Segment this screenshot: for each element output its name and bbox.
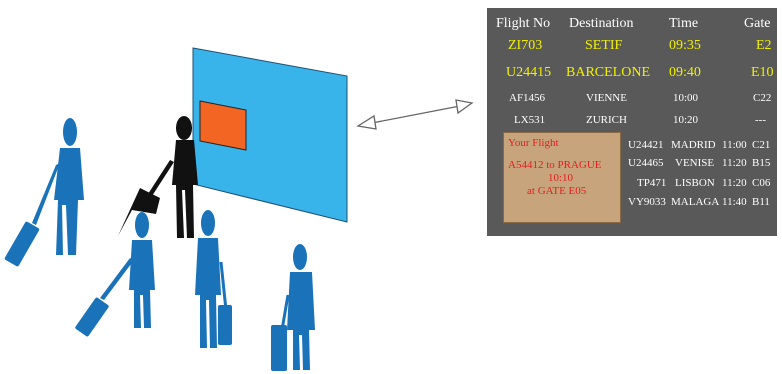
row-gate: C22 [753,92,772,104]
row-gate: --- [755,114,766,126]
header-gate: Gate [744,16,771,31]
side-row-gate: C21 [752,139,771,151]
side-row-destination: MADRID [671,139,716,151]
row-flight: U24415 [506,65,552,80]
your-flight-line: A54412 to PRAGUE [508,159,602,171]
row-flight: LX531 [514,114,546,126]
row-gate: E10 [751,65,774,80]
header-time: Time [669,16,699,31]
your-flight-line: 10:10 [548,172,574,184]
side-row-destination: MALAGA [671,196,720,208]
display-screen-panel [199,100,247,151]
your-flight-title: Your Flight [508,137,559,149]
header-destination: Destination [569,16,634,31]
row-flight: ZI703 [508,38,543,53]
your-flight-panel: Your Flight A54412 to PRAGUE 10:10 at GA… [503,132,621,223]
your-flight-line: at GATE E05 [527,185,587,197]
side-row-flight: VY9033 [628,196,666,208]
flight-board: Flight No Destination Time Gate ZI703 SE… [487,8,777,236]
row-time: 10:00 [673,92,699,104]
traveler-figure [75,212,155,337]
row-destination: BARCELONE [566,65,650,80]
side-row-time: 11:20 [722,157,747,169]
side-row-gate: B15 [752,157,771,169]
traveler-figure [195,210,232,348]
traveler-figure-active [118,116,198,238]
header-flight-no: Flight No [496,16,551,31]
display-screen [192,47,348,223]
side-row-destination: VENISE [675,157,715,169]
row-time: 09:40 [669,65,701,80]
side-row-time: 11:00 [722,139,747,151]
side-row-gate: B11 [752,196,770,208]
side-row-gate: C06 [752,177,771,189]
side-row-flight: U24465 [628,157,664,169]
side-row-flight: U24421 [628,139,664,151]
row-destination: VIENNE [586,92,627,104]
traveler-figure [4,118,84,267]
row-time: 10:20 [673,114,699,126]
row-destination: ZURICH [586,114,627,126]
row-flight: AF1456 [509,92,546,104]
zoom-arrow [356,99,474,130]
row-time: 09:35 [669,38,701,53]
traveler-figure [271,244,315,371]
row-gate: E2 [756,38,772,53]
side-row-flight: TP471 [637,177,667,189]
side-row-time: 11:20 [722,177,747,189]
side-row-time: 11:40 [722,196,747,208]
side-row-destination: LISBON [675,177,715,189]
row-destination: SETIF [585,38,623,53]
